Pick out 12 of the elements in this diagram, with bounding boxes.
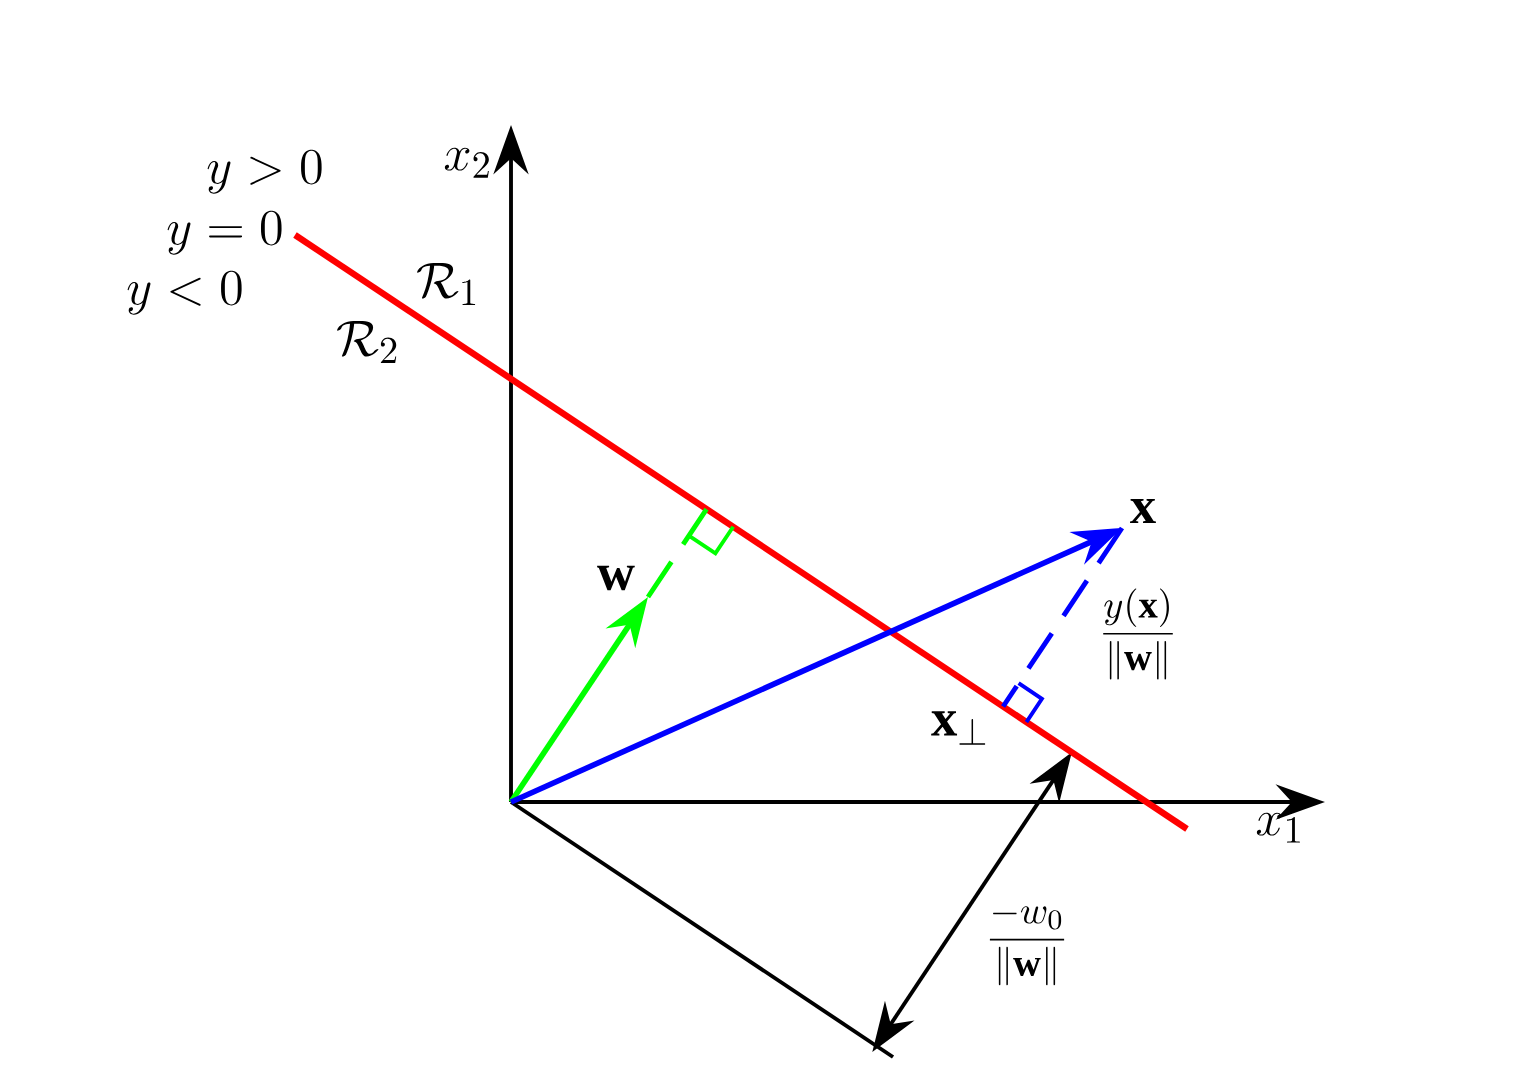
math-label: $x_1$ [1256, 812, 1300, 843]
math-label: $\mathbf{x}$ [1130, 498, 1156, 524]
math-label: $\mathcal{R}_2$ [337, 320, 397, 364]
math-label: $\mathbf{x}_{\perp}$ [931, 711, 986, 745]
math-label: $\mathcal{R}_1$ [417, 262, 476, 306]
math-label: $\mathbf{w}$ [597, 565, 635, 591]
math-label: $x_2$ [444, 147, 489, 178]
math-label: $y > 0$ [207, 149, 322, 194]
math-label: $\frac{-w_0}{\|\mathbf{w}\|}$ [989, 906, 1065, 986]
math-label: $y = 0$ [167, 210, 282, 255]
math-label: $y < 0$ [127, 270, 242, 315]
math-label: $\frac{y(\mathbf{x})}{\|\mathbf{w}\|}$ [1103, 588, 1173, 680]
